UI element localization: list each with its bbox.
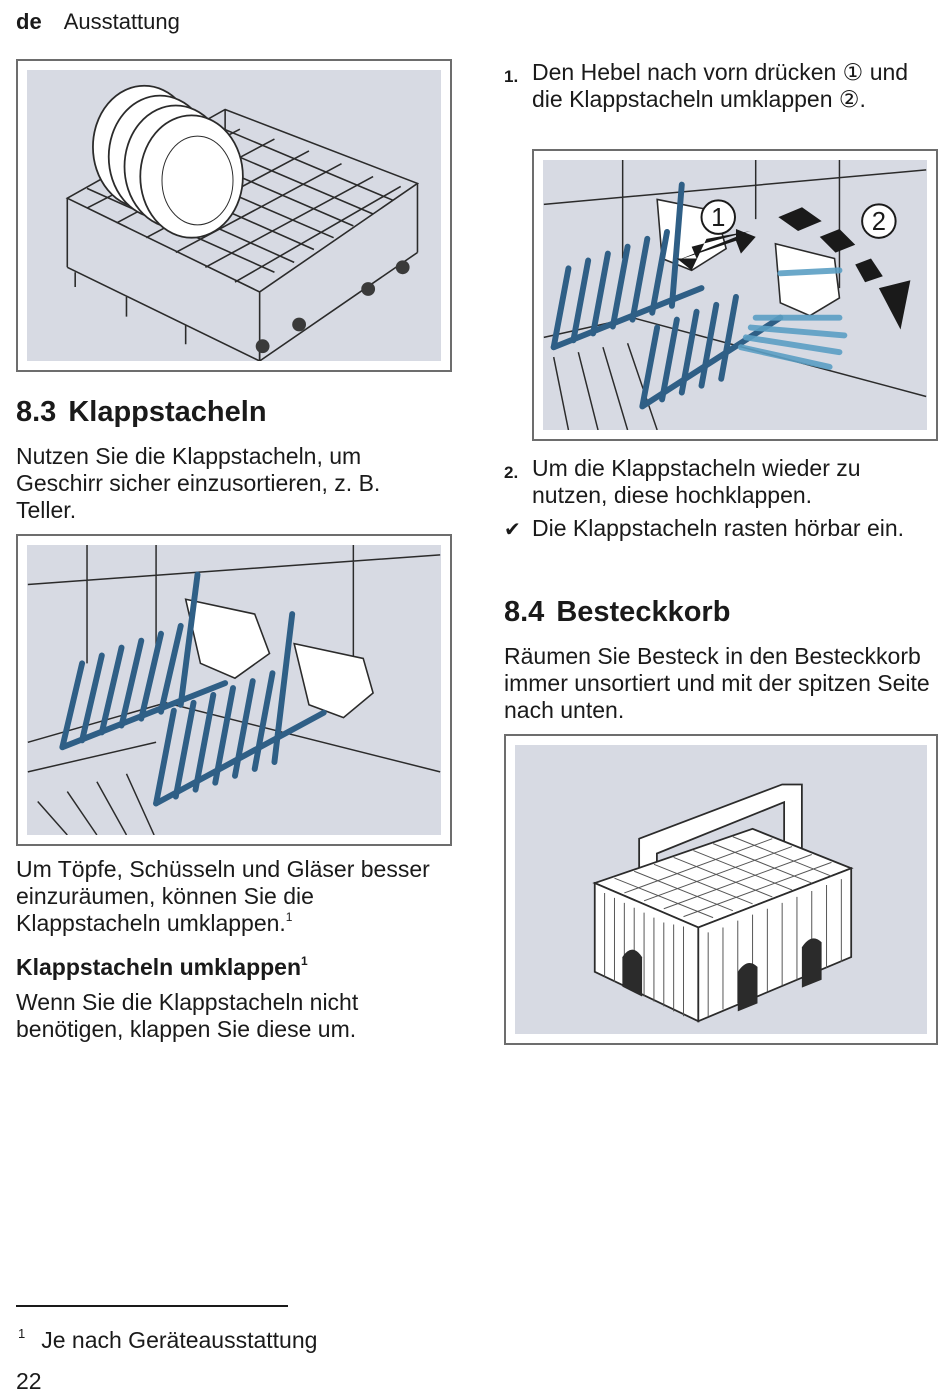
footnote: 1 Je nach Geräteausstattung: [18, 1320, 317, 1354]
subheading-text: Klappstacheln umklappen: [16, 954, 302, 980]
section-title: Klappstacheln: [68, 396, 267, 428]
running-header: de Ausstattung: [16, 8, 180, 36]
cutlery-paragraph: Räumen Sie Besteck in den Besteckkorb im…: [504, 643, 930, 723]
footnote-rule: [16, 1305, 288, 1307]
step-marker: 1.: [504, 67, 519, 86]
cutlery-basket-illustration: [592, 783, 854, 1023]
paragraph-pots-text: Um Töpfe, Schüsseln und Gläser besser ei…: [16, 856, 430, 936]
section-heading-8-4: 8.4 Besteckkorb: [504, 595, 730, 629]
figure-basket-with-plates: [16, 59, 452, 372]
step-2: 2. Um die Klappstacheln wieder zu nutzen…: [504, 455, 934, 511]
section-number: 8.4: [504, 596, 545, 628]
footnote-mark: 1: [18, 1326, 26, 1341]
page-number: 22: [16, 1368, 42, 1394]
paragraph-fold-down: Wenn Sie die Klappstacheln nicht benötig…: [16, 989, 359, 1042]
figure-cutlery-basket: [504, 734, 938, 1045]
intro-paragraph: Nutzen Sie die Klappstacheln, um Geschir…: [16, 443, 381, 523]
result-line: ✔ Die Klappstacheln rasten hörbar ein.: [504, 515, 934, 571]
basket-plates-illustration: [65, 84, 420, 361]
step-1: 1. Den Hebel nach vorn drücken ① und die…: [504, 59, 934, 141]
section-number: 8.3: [16, 396, 57, 428]
language-code: de: [16, 9, 42, 34]
paragraph-pots-bowls: Um Töpfe, Schüsseln und Gläser besser ei…: [16, 856, 456, 937]
step-marker: 2.: [504, 463, 519, 482]
step-text: Den Hebel nach vorn drücken ① und die Kl…: [532, 59, 909, 112]
result-text: Die Klappstacheln rasten hörbar ein.: [532, 515, 905, 541]
section-title: Besteckkorb: [556, 596, 731, 628]
callout-label-2: 2: [872, 208, 886, 236]
header-section: Ausstattung: [63, 9, 180, 34]
figure-folding-process: 1 2: [532, 149, 938, 441]
section-heading-8-3: 8.3 Klappstacheln: [16, 395, 267, 429]
footnote-ref[interactable]: 1: [285, 910, 293, 924]
check-icon: ✔: [504, 519, 521, 541]
callout-label-1: 1: [711, 204, 725, 232]
folding-process-illustration: 1 2: [543, 160, 927, 430]
step-text: Um die Klappstacheln wieder zu nutzen, d…: [532, 455, 861, 508]
footnote-ref-subheading[interactable]: 1: [301, 954, 308, 968]
subheading-fold-tines: Klappstacheln umklappen1: [16, 953, 308, 981]
footnote-text: Je nach Geräteausstattung: [41, 1327, 318, 1353]
figure-folding-tines-up: [16, 534, 452, 846]
folding-tines-illustration: [27, 545, 441, 835]
